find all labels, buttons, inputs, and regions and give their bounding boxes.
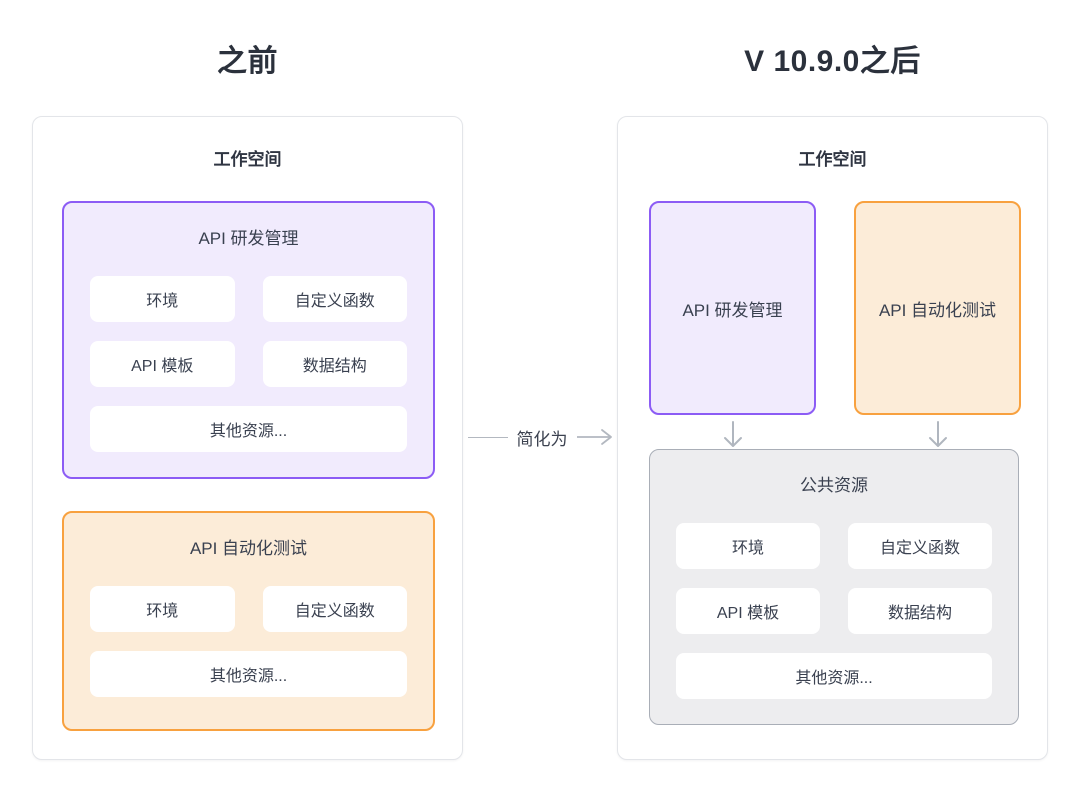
transition-connector: 简化为 bbox=[463, 425, 617, 449]
after-module-api-dev: API 研发管理 bbox=[649, 201, 816, 415]
after-module-api-dev-label: API 研发管理 bbox=[682, 300, 783, 320]
after-shared-resources-title: 公共资源 bbox=[800, 476, 868, 495]
resource-item: 数据结构 bbox=[848, 588, 992, 634]
resource-item: 自定义函数 bbox=[262, 276, 407, 322]
resource-item: 数据结构 bbox=[262, 341, 407, 387]
resource-item-other: 其他资源... bbox=[676, 653, 992, 699]
resource-item: 环境 bbox=[90, 276, 235, 322]
after-module-api-test-label: API 自动化测试 bbox=[878, 300, 997, 320]
after-workspace-label: 工作空间 bbox=[798, 150, 867, 169]
resource-item: 环境 bbox=[676, 523, 820, 569]
before-group-api-test: API 自动化测试 环境 自定义函数 其他资源... bbox=[62, 511, 435, 731]
resource-item: API 模板 bbox=[90, 341, 235, 387]
resource-item-other: 其他资源... bbox=[90, 406, 407, 452]
before-workspace-panel: 工作空间 API 研发管理 环境 自定义函数 API 模板 数据结构 其他资源.… bbox=[32, 116, 463, 760]
after-workspace-panel: 工作空间 API 研发管理 API 自动化测试 公共资源 环境 自定义函数 AP… bbox=[617, 116, 1048, 760]
before-title: 之前 bbox=[217, 45, 278, 78]
resource-item-other: 其他资源... bbox=[90, 651, 407, 697]
resource-item: 环境 bbox=[90, 586, 235, 632]
resource-item: 自定义函数 bbox=[262, 586, 407, 632]
resource-item: API 模板 bbox=[676, 588, 820, 634]
down-arrow-icon bbox=[929, 421, 947, 447]
before-group-api-test-title: API 自动化测试 bbox=[189, 539, 308, 558]
before-group-api-dev-grid: 环境 自定义函数 API 模板 数据结构 其他资源... bbox=[90, 276, 407, 452]
down-arrow-icon bbox=[724, 421, 742, 447]
connector-line bbox=[467, 436, 508, 438]
right-arrow-icon bbox=[576, 429, 612, 445]
before-group-api-test-grid: 环境 自定义函数 其他资源... bbox=[90, 586, 407, 697]
after-title: V 10.9.0之后 bbox=[744, 45, 921, 78]
resource-item: 自定义函数 bbox=[848, 523, 992, 569]
after-module-api-test: API 自动化测试 bbox=[854, 201, 1021, 415]
before-group-api-dev: API 研发管理 环境 自定义函数 API 模板 数据结构 其他资源... bbox=[62, 201, 435, 479]
before-workspace-label: 工作空间 bbox=[213, 150, 282, 169]
connector-label: 简化为 bbox=[516, 429, 568, 449]
before-group-api-dev-title: API 研发管理 bbox=[198, 229, 299, 248]
after-shared-resources-box: 公共资源 环境 自定义函数 API 模板 数据结构 其他资源... bbox=[649, 449, 1019, 725]
after-shared-resources-grid: 环境 自定义函数 API 模板 数据结构 其他资源... bbox=[676, 523, 992, 699]
